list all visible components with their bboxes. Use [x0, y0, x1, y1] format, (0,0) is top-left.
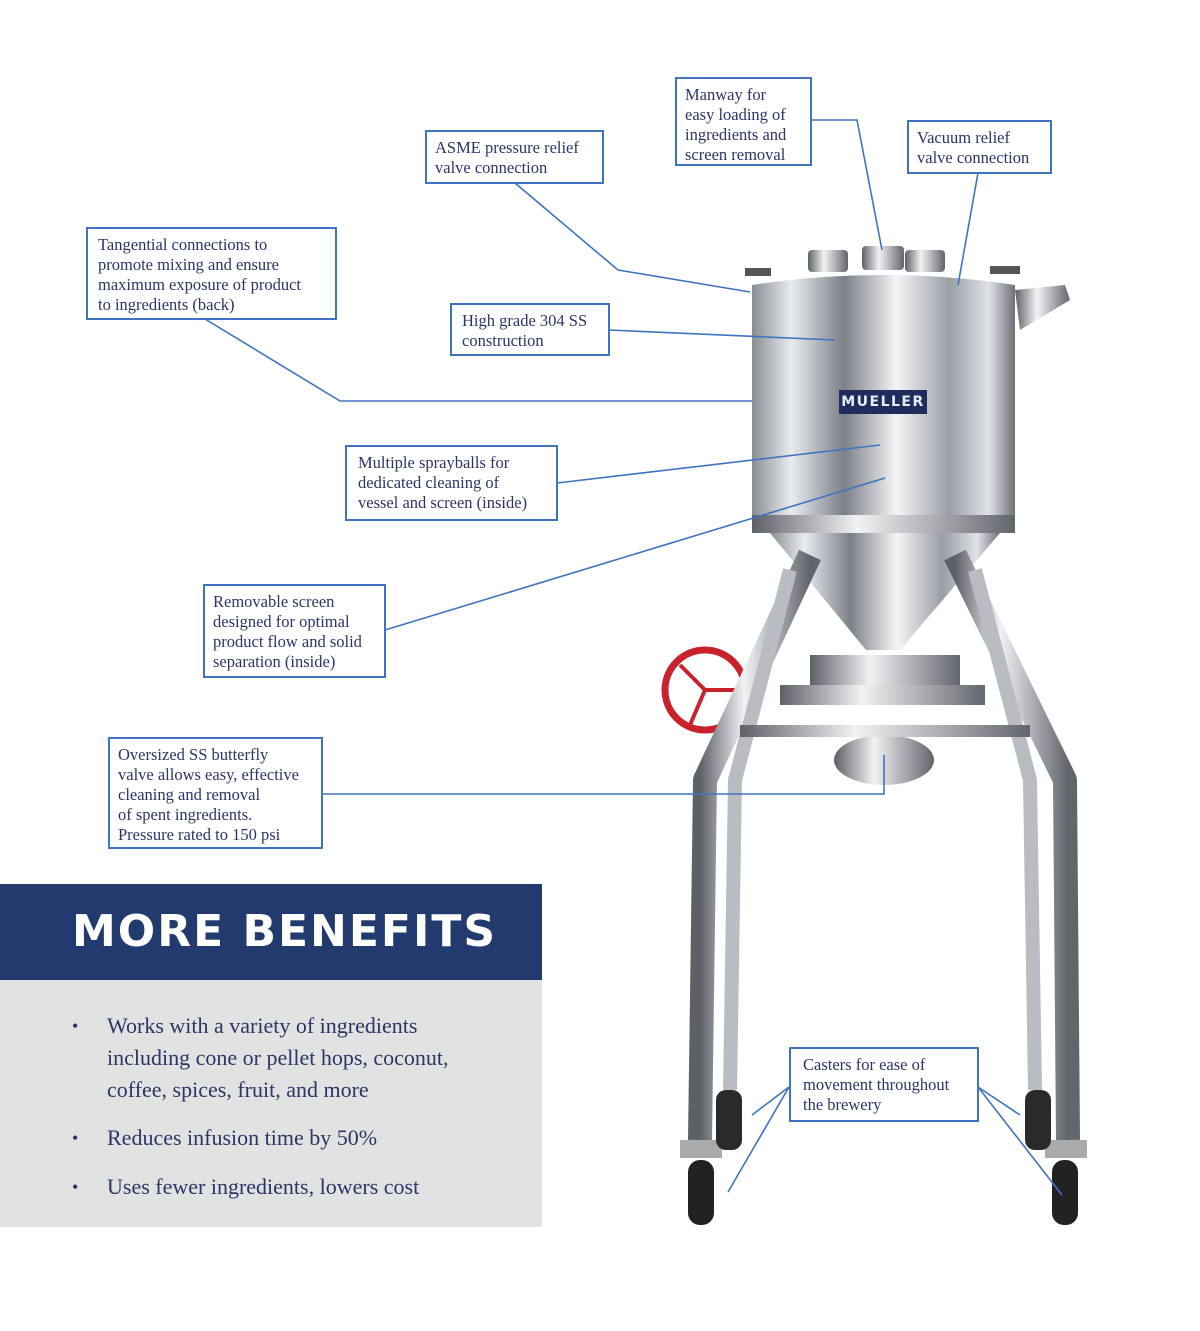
leader-casters — [977, 1086, 1063, 1196]
lid-port — [905, 250, 945, 272]
leader-sprayballs — [556, 444, 881, 484]
benefits-header — [0, 884, 542, 980]
bullet-icon: • — [72, 1016, 79, 1036]
frame-leg-rear-left — [723, 568, 797, 1091]
butterfly-valve-flange — [780, 685, 985, 705]
leader-steel — [608, 329, 836, 341]
benefit-item: Reduces infusion time by 50% — [107, 1125, 378, 1150]
benefit-item: Works with a variety of ingredients incl… — [107, 1013, 449, 1102]
callout-manway: Manway for easy loading of ingredients a… — [675, 77, 812, 166]
leader-butterfly — [322, 755, 885, 795]
callout-screen: Removable screen designed for optimal pr… — [203, 584, 386, 678]
benefits-title: MORE BENEFITS — [72, 906, 498, 957]
brand-plate: MUELLER — [839, 390, 927, 414]
callout-asme-valve: ASME pressure relief valve connection — [425, 130, 604, 184]
manway-port — [862, 246, 904, 270]
leader-asme — [514, 182, 751, 293]
leader-screen — [384, 477, 886, 631]
leader-manway — [811, 119, 883, 251]
callout-vacuum-relief: Vacuum relief valve connection — [907, 120, 1052, 174]
vacuum-relief-bracket — [1015, 285, 1070, 330]
callout-steel: High grade 304 SS construction — [450, 303, 610, 356]
callout-casters: Casters for ease of movement throughout … — [789, 1047, 979, 1122]
clamp-handle — [990, 266, 1020, 274]
clamp-handle — [745, 268, 771, 276]
frame-leg-rear-right — [968, 568, 1042, 1091]
bullet-icon: • — [72, 1177, 79, 1197]
caster-wheel — [688, 1160, 714, 1225]
lid-port — [808, 250, 848, 272]
callout-butterfly-valve: Oversized SS butterfly valve allows easy… — [108, 737, 323, 849]
callout-sprayballs: Multiple sprayballs for dedicated cleani… — [345, 445, 558, 521]
leader-vacuum — [957, 172, 979, 286]
caster-mount — [1045, 1140, 1087, 1158]
benefit-item: Uses fewer ingredients, lowers cost — [107, 1174, 420, 1199]
caster-wheel — [1025, 1090, 1051, 1150]
leader-casters — [751, 1086, 790, 1116]
bullet-icon: • — [72, 1128, 79, 1148]
caster-mount — [680, 1140, 722, 1158]
vessel-cone — [770, 533, 1000, 650]
leader-casters — [727, 1086, 790, 1193]
leader-casters — [977, 1086, 1021, 1116]
benefits-panel — [0, 980, 542, 1227]
frame-crossbar — [740, 725, 1030, 737]
leader-tangential — [204, 318, 752, 402]
caster-wheel — [1052, 1160, 1078, 1225]
flange — [810, 655, 960, 685]
vessel-band — [752, 515, 1015, 533]
caster-wheel — [716, 1090, 742, 1150]
callout-tangential: Tangential connections to promote mixing… — [86, 227, 337, 320]
